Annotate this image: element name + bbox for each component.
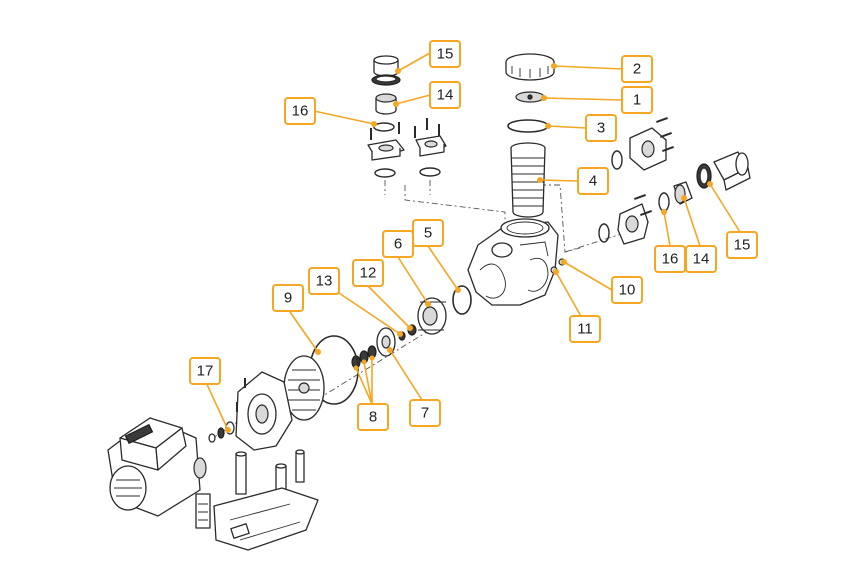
callout-3: 3 [545, 114, 617, 142]
callout-label: 14 [693, 251, 710, 268]
callout-13: 13 [308, 267, 403, 337]
seal-plate [283, 355, 325, 421]
callout-label: 6 [394, 236, 402, 253]
callout-16-top: 16 [284, 97, 377, 127]
callout-7: 7 [387, 347, 441, 427]
callout-label: 15 [437, 46, 454, 63]
callout-label: 16 [662, 251, 679, 268]
seal-stack [309, 285, 472, 405]
base-and-feet [195, 449, 319, 551]
motor-bracket [208, 371, 293, 451]
callout-5: 5 [412, 219, 461, 293]
callout-8: 8 [353, 355, 389, 431]
callout-label: 2 [633, 61, 641, 78]
motor [107, 417, 207, 517]
callout-9: 9 [272, 284, 321, 355]
callouts: 15 14 16 2 1 [189, 40, 758, 433]
callout-16-right: 16 [654, 209, 686, 273]
pump-housing [467, 218, 566, 306]
callout-label: 14 [437, 87, 454, 104]
callout-14-top: 14 [393, 81, 461, 109]
callout-17: 17 [189, 357, 231, 433]
callout-label: 5 [424, 225, 432, 242]
callout-6: 6 [382, 230, 431, 307]
callout-label: 1 [633, 92, 641, 109]
callout-label: 4 [589, 173, 597, 190]
callout-label: 16 [292, 103, 309, 120]
callout-label: 15 [734, 237, 751, 254]
callout-label: 8 [369, 409, 377, 426]
callout-label: 17 [197, 363, 214, 380]
callout-label: 3 [597, 120, 605, 137]
callout-label: 13 [316, 273, 333, 290]
callout-label: 10 [619, 282, 636, 299]
union-kit-top [367, 55, 447, 178]
callout-15-top: 15 [395, 40, 461, 74]
callout-10: 10 [561, 259, 643, 304]
callout-2: 2 [551, 55, 653, 83]
callout-11: 11 [553, 269, 601, 343]
union-kit-right [598, 117, 751, 245]
callout-12: 12 [352, 259, 413, 331]
callout-4: 4 [537, 167, 609, 195]
callout-label: 9 [284, 290, 292, 307]
callout-1: 1 [541, 86, 653, 114]
callout-label: 7 [421, 405, 429, 422]
callout-14-right: 14 [681, 195, 717, 273]
callout-label: 12 [360, 265, 377, 282]
callout-label: 11 [577, 321, 593, 338]
callout-15-right: 15 [707, 181, 758, 259]
strainer-parts [505, 53, 555, 218]
